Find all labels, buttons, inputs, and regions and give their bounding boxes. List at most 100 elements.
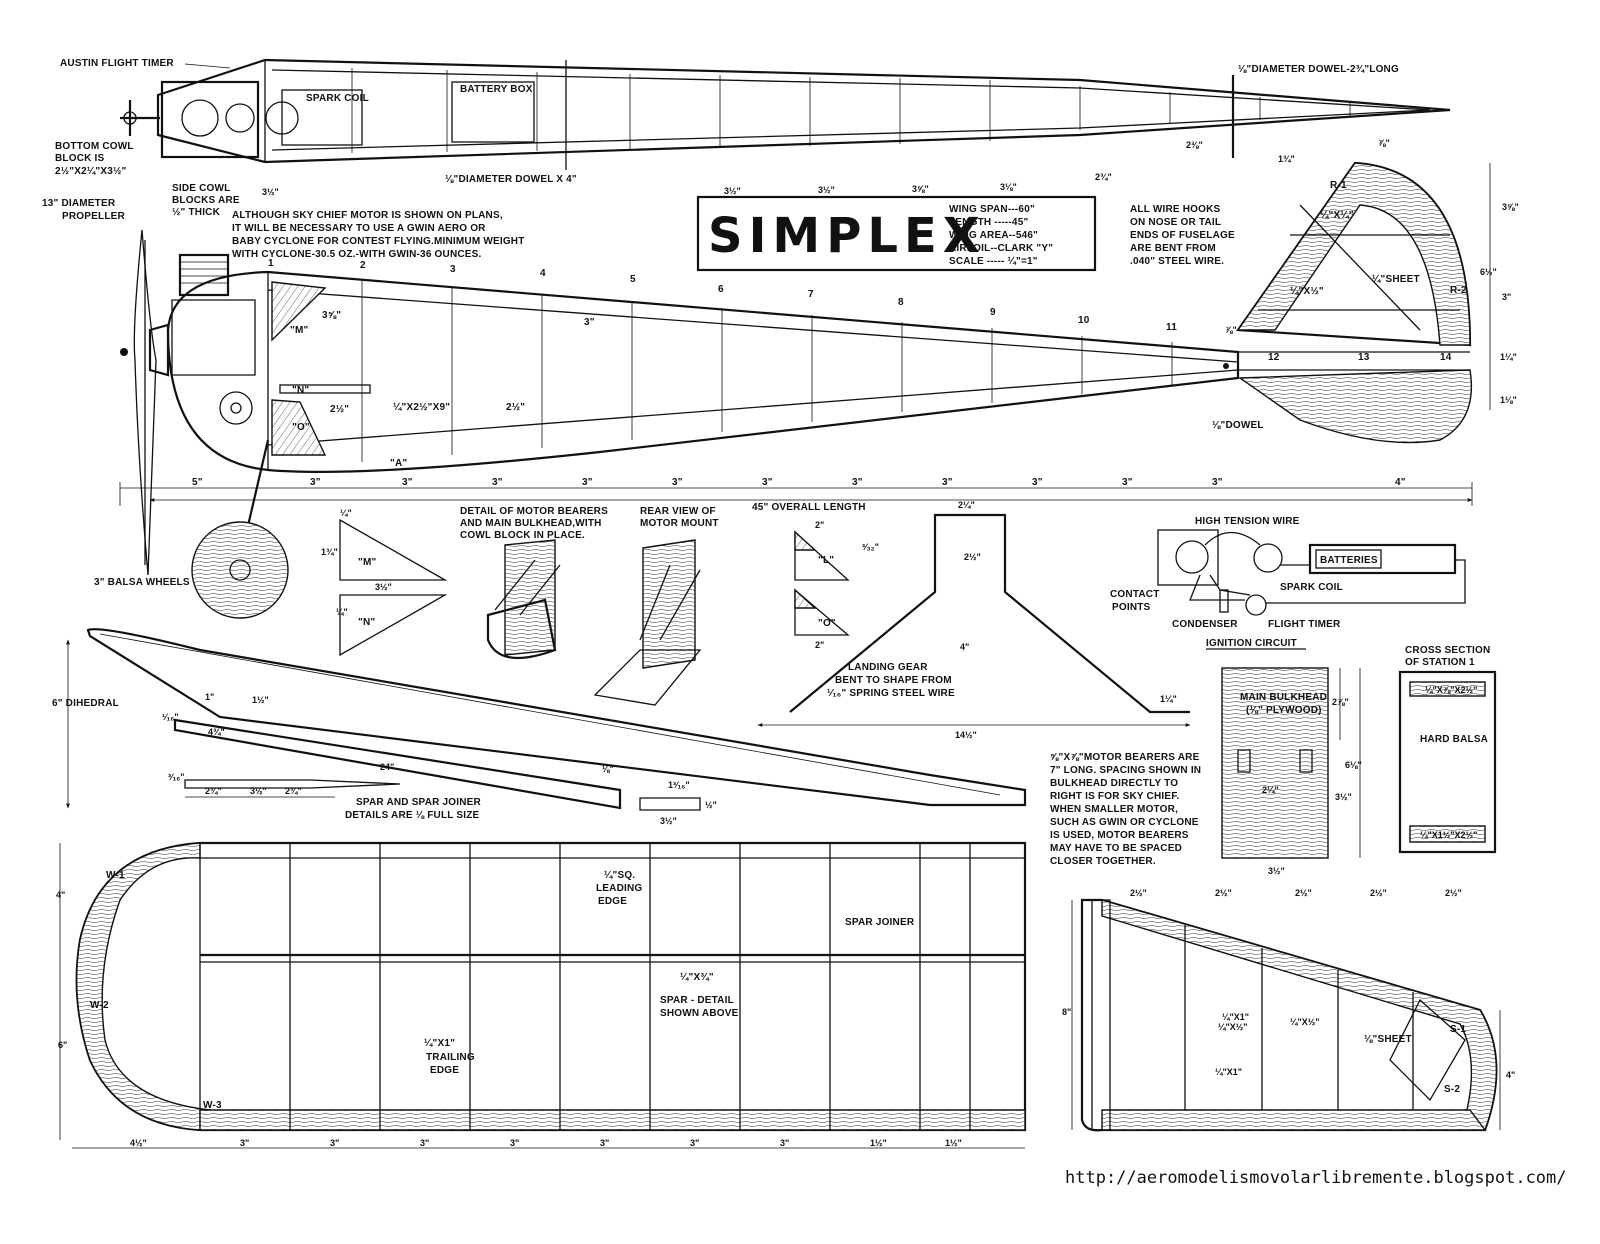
station-spacing: 3" xyxy=(1212,477,1223,488)
wheel-detail: 3" BALSA WHEELS xyxy=(94,521,289,619)
spar-dim: 1½" xyxy=(252,695,269,705)
wire-hooks-note: ALL WIRE HOOKS ON NOSE OR TAIL ENDS OF F… xyxy=(1130,204,1235,267)
overall-dimension: 5"3"3"3"3"3"3"3"3"3"3"3"4" 45" OVERALL L… xyxy=(119,477,1473,513)
side-height-3: 3" xyxy=(584,317,595,328)
side-cowl-line-1: SIDE COWL xyxy=(172,183,230,194)
n-bulkhead-label: "N" xyxy=(358,617,375,628)
m-bulkhead-label: "M" xyxy=(358,557,376,568)
wing-dim-left-1: 4" xyxy=(56,890,65,900)
spec-scale: SCALE ----- ¼"=1" xyxy=(949,256,1038,267)
stab-spacing: 2½" xyxy=(1215,888,1232,898)
dowel-bottom-label: ⅛"DIAMETER DOWEL X 4" xyxy=(445,174,577,185)
wing-spacing: 1½" xyxy=(945,1138,962,1148)
stabilizer-plan: 2½"2½"2½"2½"2½" ¼"X1" ¼"X½" ¼"X½" ¼"X1" … xyxy=(1062,888,1515,1132)
bearer-note-line: BULKHEAD DIRECTLY TO xyxy=(1050,778,1178,789)
plan-title: SIMPLEX xyxy=(708,208,986,264)
tail-dim-3: 3" xyxy=(1502,292,1511,302)
ignition-circuit: HIGH TENSION WIRE BATTERIES CONTACT POIN… xyxy=(1110,516,1466,650)
battery-box-label: BATTERY BOX xyxy=(460,84,533,95)
landing-gear-note: ¹⁄₁₆" SPRING STEEL WIRE xyxy=(827,688,955,699)
ign-flight-timer-label: FLIGHT TIMER xyxy=(1268,619,1341,630)
motor-bearer-note: DETAIL OF MOTOR BEARERS xyxy=(460,506,608,517)
rib-r1-label: R-1 xyxy=(1330,180,1347,191)
leading-edge-label: ¼"SQ. xyxy=(604,870,635,881)
spar-dim: 2¾" xyxy=(205,786,222,796)
bulkhead-l-o-detail: 2" ³⁄₃₂" 2" "L" "O" xyxy=(794,520,879,650)
station-spacing: 3" xyxy=(942,477,953,488)
top-view-labels: AUSTIN FLIGHT TIMER SPARK COIL BATTERY B… xyxy=(42,58,1399,222)
side-cowl-line-2: BLOCKS ARE xyxy=(172,195,240,206)
trailing-edge-label: ¼"X1" xyxy=(424,1038,455,1049)
station-spacing: 3" xyxy=(852,477,863,488)
motor-note-line: WITH CYCLONE-30.5 OZ.-WITH GWIN-36 OUNCE… xyxy=(232,249,482,260)
source-url: http://aeromodelismovolarlibremente.blog… xyxy=(1065,1168,1567,1188)
spar-detail-label: ¼"X¾" xyxy=(680,972,714,983)
stab-member-3: ¼"X½" xyxy=(1290,1017,1320,1027)
top-view xyxy=(120,58,1451,170)
motor-bearer-note: AND MAIN BULKHEAD,WITH xyxy=(460,518,602,529)
side-height-4: 2½" xyxy=(506,402,525,413)
title-block: SIMPLEX WING SPAN---60" LENGTH -----45" … xyxy=(696,195,1097,272)
station-spacing: 5" xyxy=(192,477,203,488)
rib-r2-label: R-2 xyxy=(1450,285,1467,296)
contact-label: CONTACT xyxy=(1110,589,1160,600)
spar-diagram: 6" DIHEDRAL 1"1½"4¾"24"¹⁄₁₆"2¾"3½"2¾"³⁄₁… xyxy=(52,628,1027,826)
wire-note-line: ARE BENT FROM xyxy=(1130,243,1216,254)
rear-view-label: MOTOR MOUNT xyxy=(640,518,719,529)
overall-length-label: 45" OVERALL LENGTH xyxy=(752,502,866,513)
bearer-note-line: ⅝"X⅞"MOTOR BEARERS ARE xyxy=(1050,752,1200,763)
lg-dim-2: 2½" xyxy=(964,552,981,562)
station-spacing: 3" xyxy=(492,477,503,488)
wing-spacing: 3" xyxy=(420,1138,429,1148)
spec-wing-span: WING SPAN---60" xyxy=(949,204,1035,215)
spar-dim: 3½" xyxy=(660,816,677,826)
contact-label: POINTS xyxy=(1112,602,1151,613)
stab-spacing: 2½" xyxy=(1445,888,1462,898)
motor-bearer-note: COWL BLOCK IN PLACE. xyxy=(460,530,585,541)
station-number: 6 xyxy=(718,284,724,295)
wing-spacing: 3" xyxy=(780,1138,789,1148)
lo-dim-1: 2" xyxy=(815,520,824,530)
station-number: 3 xyxy=(450,264,456,275)
stab-rib-s2: S-2 xyxy=(1444,1084,1460,1095)
bearer-note-line: MAY HAVE TO BE SPACED xyxy=(1050,843,1182,854)
station-number: 13 xyxy=(1358,352,1370,363)
bearer-note-line: SUCH AS GWIN OR CYCLONE xyxy=(1050,817,1199,828)
stab-spacing: 2½" xyxy=(1295,888,1312,898)
station-spacing: 3" xyxy=(310,477,321,488)
motor-note-line: BABY CYCLONE FOR CONTEST FLYING.MINIMUM … xyxy=(232,236,525,247)
spar-dim: ½" xyxy=(705,800,717,810)
bulkhead-o-label: "O" xyxy=(292,422,310,433)
spar-dim: 1" xyxy=(205,692,214,702)
propeller-line-2: PROPELLER xyxy=(62,211,125,222)
mn-dim-1: ¼" xyxy=(340,508,352,518)
landing-gear-note: BENT TO SHAPE FROM xyxy=(835,675,952,686)
station-number: 5 xyxy=(630,274,636,285)
station-number: 10 xyxy=(1078,315,1090,326)
wing-spacing: 1½" xyxy=(870,1138,887,1148)
trailing-edge-label: TRAILING xyxy=(426,1052,475,1063)
leading-edge-label: LEADING xyxy=(596,883,642,894)
side-dowel-label: ⅛"DOWEL xyxy=(1212,420,1264,431)
wheels-label: 3" BALSA WHEELS xyxy=(94,577,190,588)
tail-dim-2: 6½" xyxy=(1480,267,1497,277)
station-number: 14 xyxy=(1440,352,1452,363)
wing-rib-w2: W-2 xyxy=(90,1000,109,1011)
stab-sheet-label: ⅛"SHEET xyxy=(1364,1034,1412,1045)
flight-timer-label: AUSTIN FLIGHT TIMER xyxy=(60,58,174,69)
lg-dim-3: 4" xyxy=(960,642,969,652)
spec-wing-area: WING AREA--546" xyxy=(949,230,1038,241)
station-number: 7 xyxy=(808,289,814,300)
top-width-9: ⅞" xyxy=(1378,138,1390,148)
spark-coil-label: SPARK COIL xyxy=(306,93,369,104)
spar-caption: SPAR AND SPAR JOINER xyxy=(356,797,482,808)
station-spacing: 3" xyxy=(1122,477,1133,488)
cross-section-title: CROSS SECTION xyxy=(1405,645,1490,656)
side-spar-label: ¼"X2½"X9" xyxy=(393,402,450,413)
bulkhead-title: (⅛" PLYWOOD) xyxy=(1246,705,1322,716)
station-spacing: 3" xyxy=(762,477,773,488)
top-width-8: 1¾" xyxy=(1278,154,1295,164)
l-bulkhead-label: "L" xyxy=(818,555,834,566)
station-number: 8 xyxy=(898,297,904,308)
station-number: 12 xyxy=(1268,352,1280,363)
